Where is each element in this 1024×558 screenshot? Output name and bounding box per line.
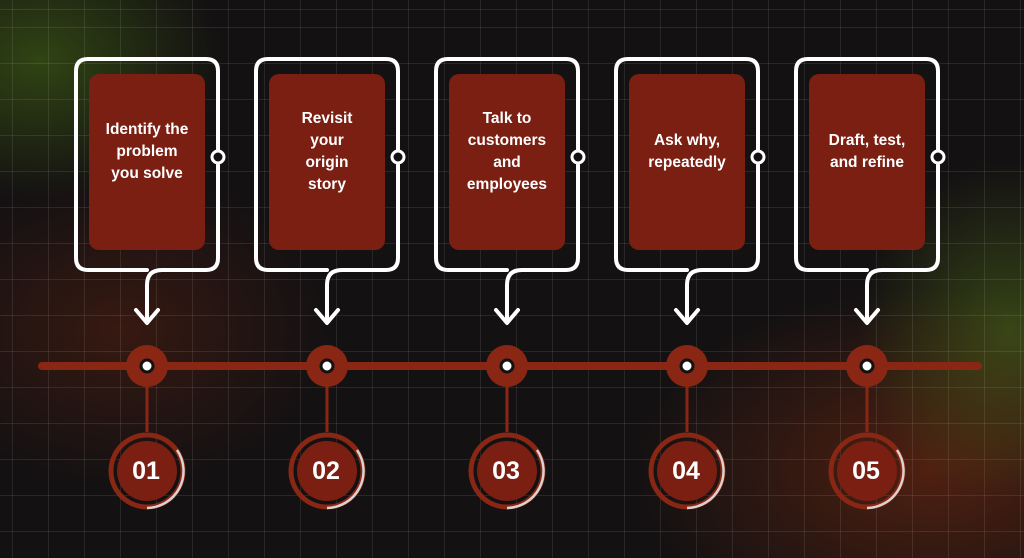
step-2-card: Revisit your origin story (269, 74, 385, 250)
step-3-node-dot (499, 358, 515, 374)
step-5-number-disc (837, 441, 897, 501)
step-1-callout-outline (74, 57, 220, 324)
step-1-graphics (74, 57, 226, 510)
step-1-side-dot (210, 149, 226, 165)
step-5-node-dot (859, 358, 875, 374)
step-3-side-dot (570, 149, 586, 165)
step-3-graphics (434, 57, 586, 510)
step-2-number-disc (297, 441, 357, 501)
step-5-number-arc (866, 449, 905, 510)
step-4-side-dot (750, 149, 766, 165)
step-5-graphics (794, 57, 946, 510)
step-4-number-arc (686, 449, 725, 510)
step-2-label: Revisit your origin story (301, 110, 353, 193)
step-3-callout-outline (434, 57, 580, 324)
step-3-label: Talk to customers and employees (466, 110, 548, 193)
step-4-node-dot (679, 358, 695, 374)
step-1-arrow-icon (134, 308, 160, 325)
step-2-node-dot (319, 358, 335, 374)
step-4-number-disc (657, 441, 717, 501)
step-3-number-disc (477, 441, 537, 501)
step-2-number-arc (326, 449, 365, 510)
step-2-arrow-icon (314, 308, 340, 325)
step-1-number-disc (117, 441, 177, 501)
step-5-side-dot (930, 149, 946, 165)
step-5-card: Draft, test, and refine (809, 74, 925, 250)
step-4-number: 04 (672, 457, 700, 485)
step-2-callout-outline (254, 57, 400, 324)
step-1-number-arc (146, 449, 185, 510)
step-3-arrow-icon (494, 308, 520, 325)
step-4-card: Ask why, repeatedly (629, 74, 745, 250)
step-4-callout-outline (614, 57, 760, 324)
step-5-label: Draft, test, and refine (828, 132, 906, 171)
step-4-graphics (614, 57, 766, 510)
step-5-callout-outline (794, 57, 940, 324)
step-5-number: 05 (852, 457, 880, 485)
step-3-card: Talk to customers and employees (449, 74, 565, 250)
step-3-number-arc (506, 449, 545, 510)
step-1-label: Identify the problem you solve (105, 121, 189, 182)
step-2-side-dot (390, 149, 406, 165)
step-1-node-dot (139, 358, 155, 374)
step-4-arrow-icon (674, 308, 700, 325)
step-3-number: 03 (492, 457, 520, 485)
step-1-card: Identify the problem you solve (89, 74, 205, 250)
step-5-arrow-icon (854, 308, 880, 325)
step-2-number: 02 (312, 457, 340, 485)
step-4-label: Ask why, repeatedly (648, 132, 726, 171)
step-2-graphics (254, 57, 406, 510)
step-1-number: 01 (132, 457, 160, 485)
